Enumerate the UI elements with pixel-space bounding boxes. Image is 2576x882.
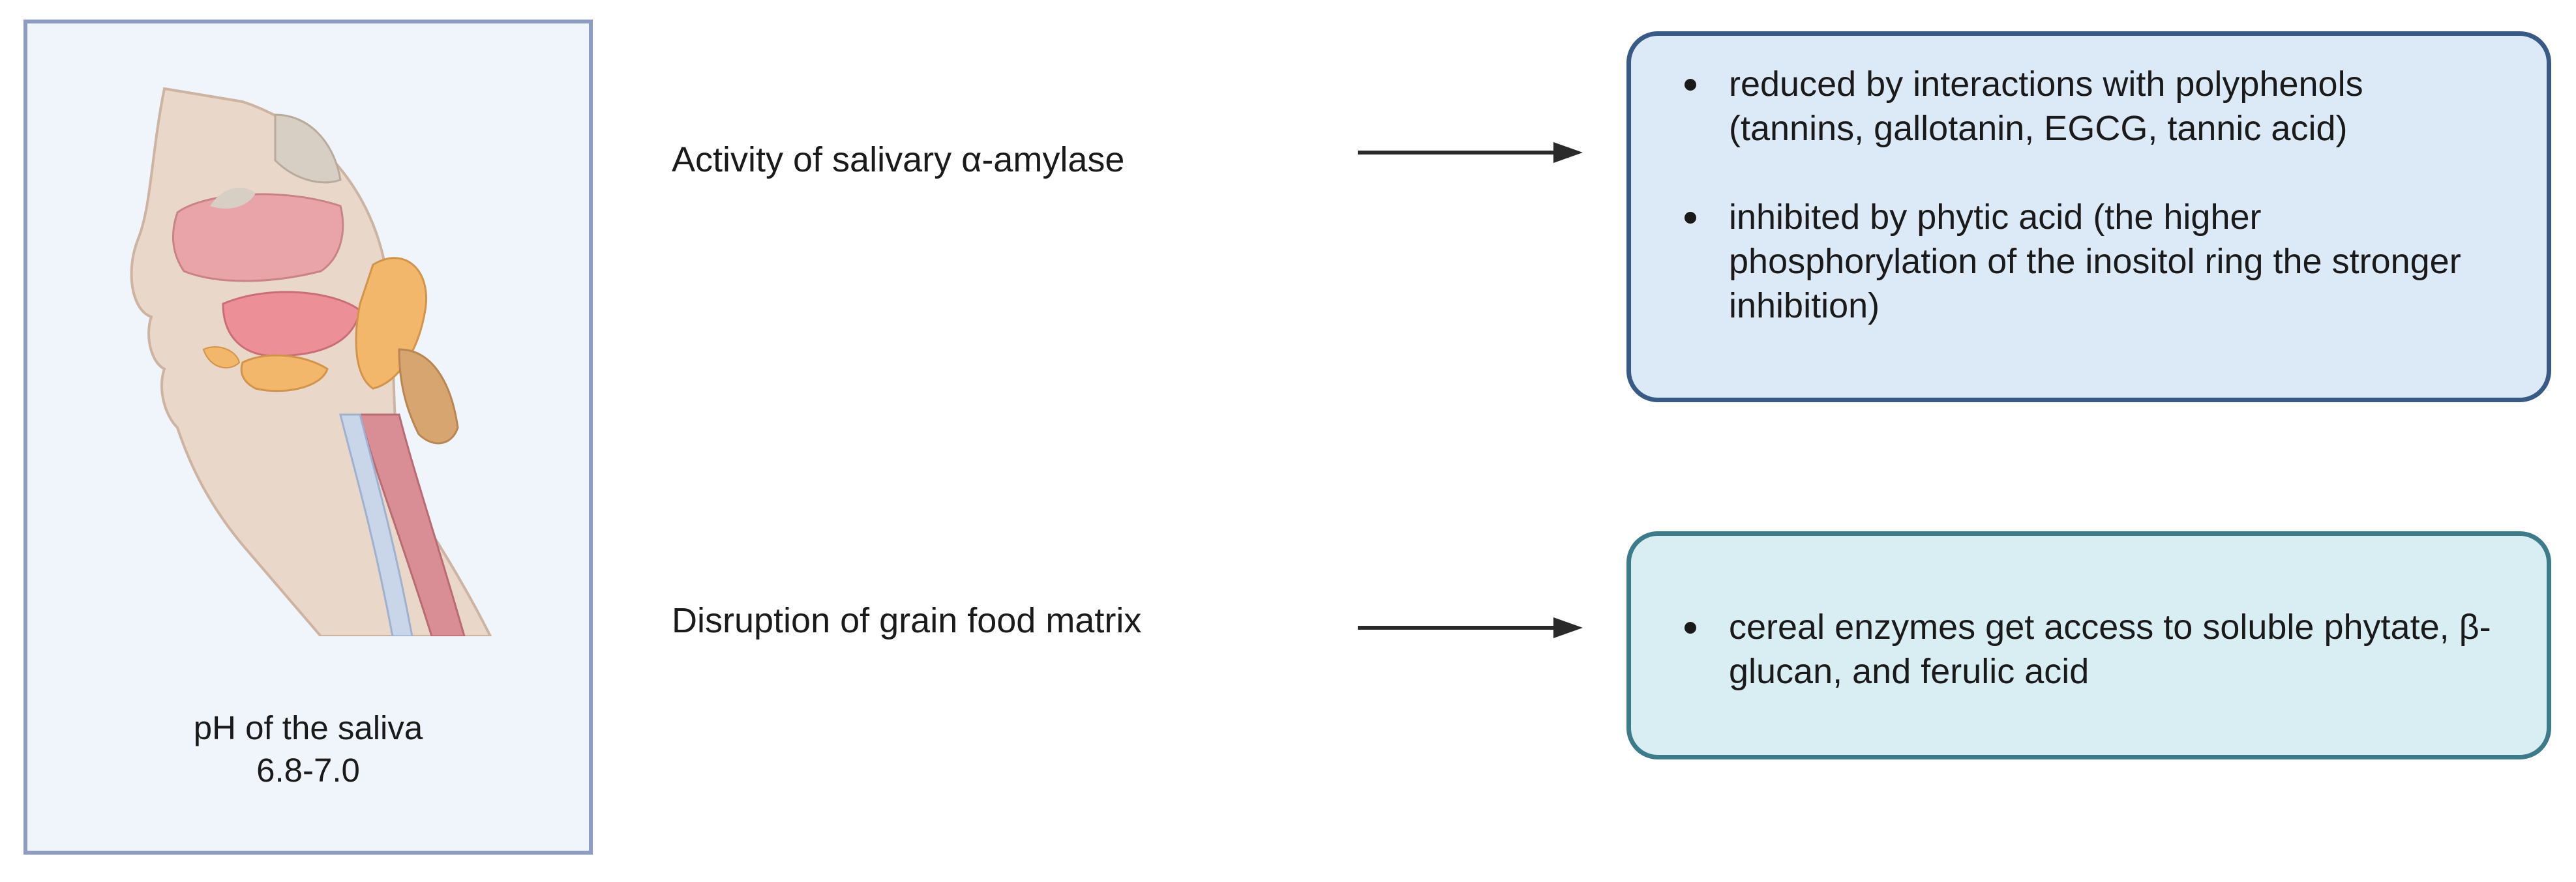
list-item-text: inhibited by phytic acid (the higher pho… — [1729, 198, 2461, 325]
grain-matrix-label: Disruption of grain food matrix — [672, 601, 1142, 640]
list-item: reduced by interactions with polyphenols… — [1670, 62, 2508, 151]
arrow-right-icon — [1358, 617, 1583, 638]
ph-caption-title: pH of the saliva — [193, 709, 423, 746]
bullet-icon — [1685, 79, 1696, 91]
grain-matrix-effects-box: cereal enzymes get access to soluble phy… — [1626, 531, 2551, 759]
amylase-effects-box: reduced by interactions with polyphenols… — [1626, 31, 2551, 402]
list-item-text: reduced by interactions with polyphenols… — [1729, 65, 2363, 148]
list-item: inhibited by phytic acid (the higher pho… — [1670, 195, 2508, 328]
saliva-ph-caption: pH of the saliva 6.8-7.0 — [27, 707, 589, 791]
bullet-icon — [1685, 622, 1696, 634]
list-item-text: cereal enzymes get access to soluble phy… — [1729, 608, 2491, 691]
bullet-icon — [1685, 212, 1696, 224]
ph-caption-value: 6.8-7.0 — [256, 752, 360, 789]
head-anatomy-illustration — [130, 87, 492, 636]
amylase-activity-label: Activity of salivary α-amylase — [672, 140, 1125, 179]
arrow-right-icon — [1358, 142, 1583, 163]
list-item: cereal enzymes get access to soluble phy… — [1670, 605, 2508, 694]
anatomy-panel: pH of the saliva 6.8-7.0 — [23, 20, 593, 855]
